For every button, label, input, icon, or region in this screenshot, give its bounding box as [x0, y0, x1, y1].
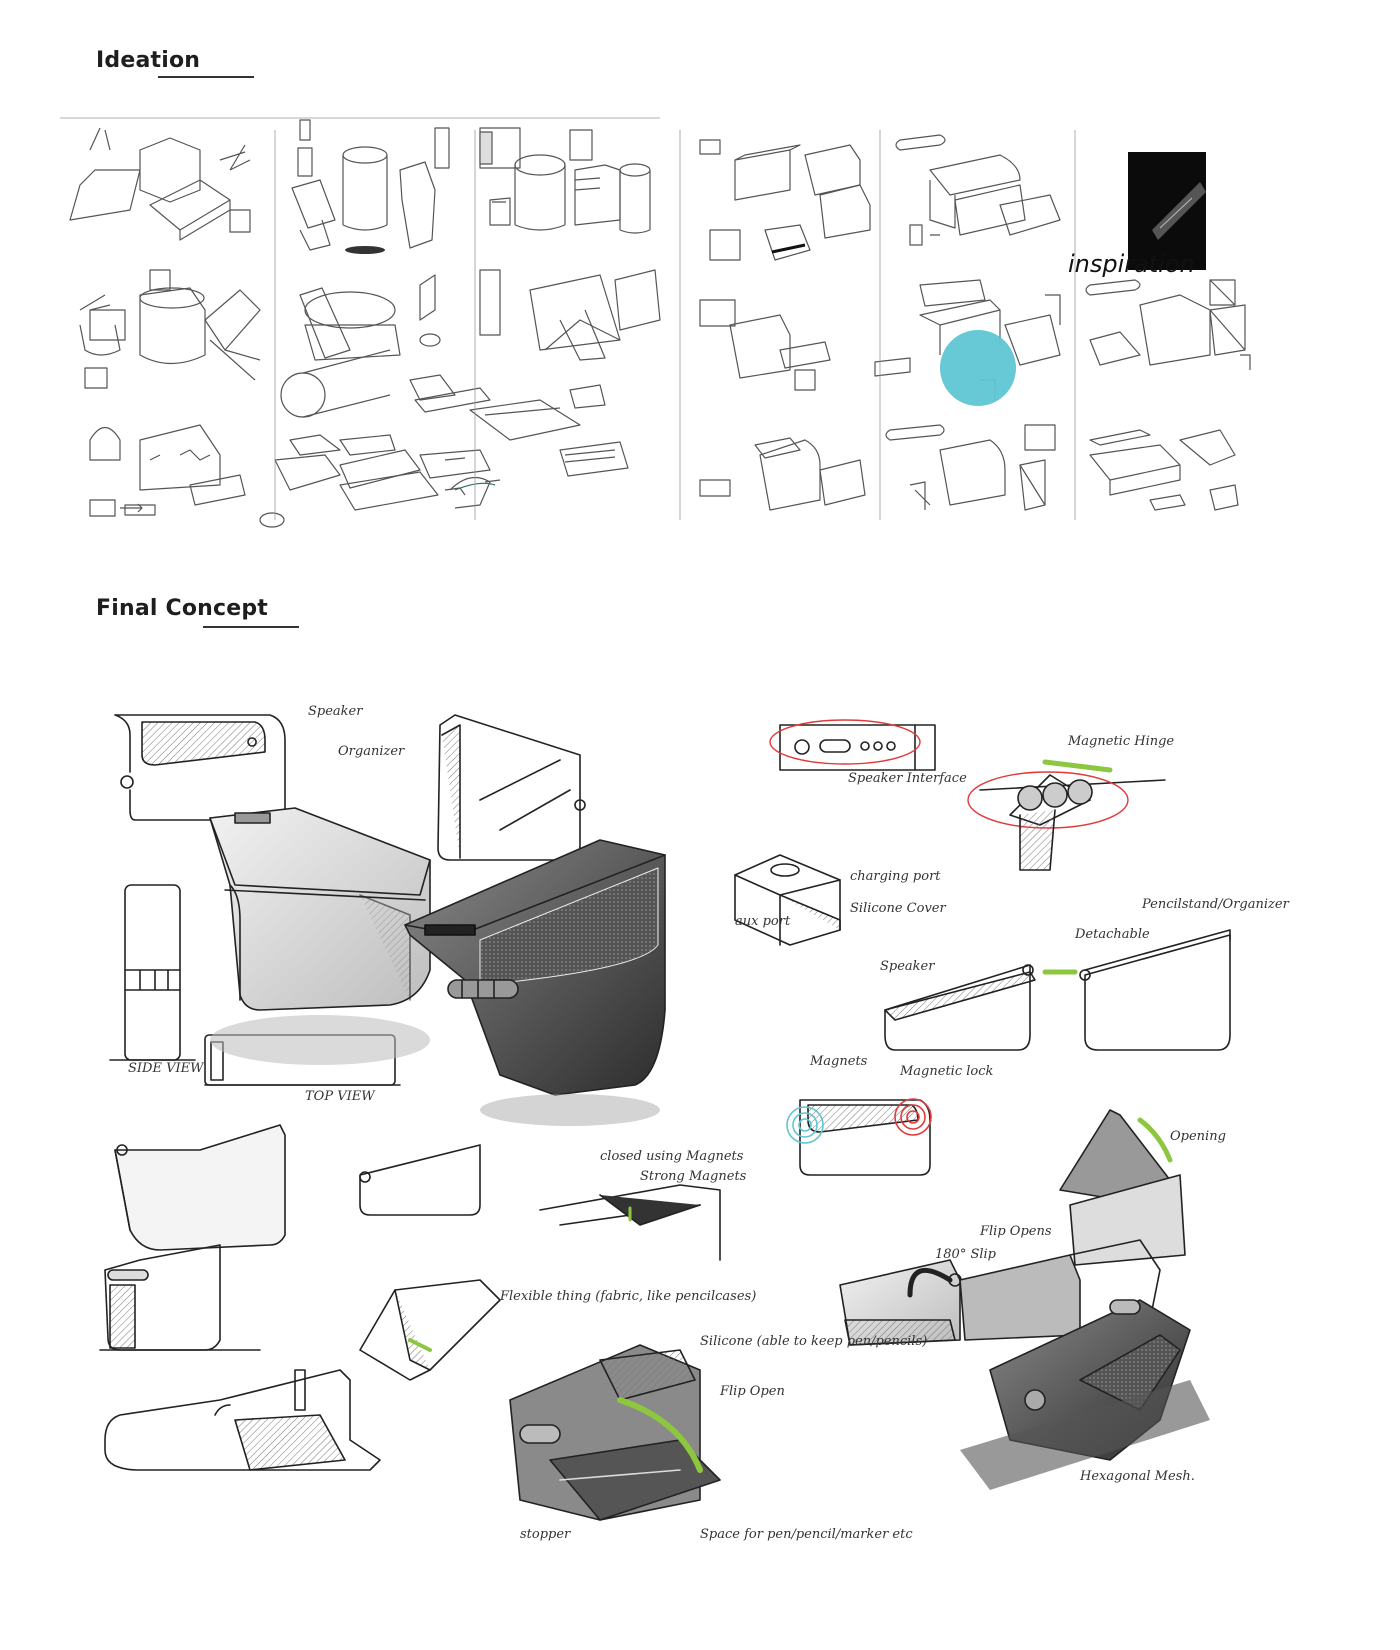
label-detachable: Detachable	[1074, 927, 1150, 942]
label-magnetic-lock: Magnetic lock	[899, 1064, 994, 1079]
label-organizer: Organizer	[338, 744, 405, 759]
label-charging-port: charging port	[850, 869, 941, 884]
label-speaker-mid: Speaker	[880, 959, 935, 974]
final-concept-sketch-board: Speaker Organizer SIDE VIEW TOP VIEW Spe…	[99, 704, 1290, 1542]
ideation-heading: Ideation	[96, 48, 201, 73]
label-top-view: TOP VIEW	[305, 1089, 376, 1104]
ideation-heading-rule	[158, 76, 254, 78]
label-closed-using-magnets: closed using Magnets	[600, 1149, 744, 1164]
label-flip-opens: Flip Opens	[979, 1224, 1052, 1239]
label-silicone-note: Silicone (able to keep pen/pencils)	[700, 1334, 927, 1349]
label-opening: Opening	[1170, 1129, 1226, 1144]
label-flip-open: Flip Open	[719, 1384, 785, 1399]
label-speaker-interface: Speaker Interface	[848, 771, 967, 786]
label-speaker-top: Speaker	[308, 704, 363, 719]
inspiration-label: inspiration	[1068, 250, 1195, 278]
label-space-for: Space for pen/pencil/marker etc	[700, 1527, 913, 1542]
label-magnets: Magnets	[809, 1054, 868, 1069]
label-side-view: SIDE VIEW	[128, 1061, 205, 1076]
label-magnetic-hinge: Magnetic Hinge	[1067, 734, 1174, 749]
final-concept-heading-rule	[203, 626, 299, 628]
label-strong-magnets: Strong Magnets	[640, 1169, 747, 1184]
label-hexagonal-mesh: Hexagonal Mesh.	[1079, 1469, 1195, 1484]
final-concept-heading: Final Concept	[96, 596, 269, 621]
label-stopper: stopper	[520, 1527, 571, 1542]
label-flexible-thing: Flexible thing (fabric, like pencilcases…	[499, 1289, 756, 1304]
label-silicone-cover: Silicone Cover	[850, 901, 946, 916]
label-pencilstand-organizer: Pencilstand/Organizer	[1141, 897, 1290, 912]
ideation-sketch-board: inspiration	[60, 117, 1251, 528]
label-180-slip: 180° Slip	[935, 1247, 997, 1262]
label-aux-port: aux port	[735, 914, 791, 929]
